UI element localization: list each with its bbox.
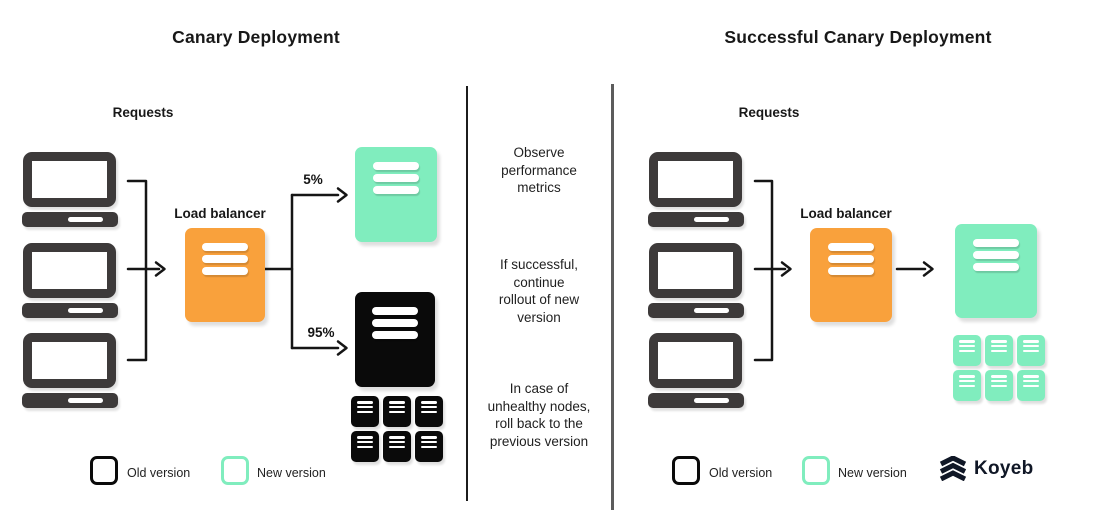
server-lines	[372, 307, 418, 339]
new-version-swatch	[802, 456, 830, 485]
left-requests-arrowhead	[154, 261, 166, 277]
server-node-icon	[351, 431, 379, 462]
laptop-base-highlight	[68, 398, 103, 403]
laptop-base-highlight	[694, 308, 729, 313]
old-version-legend-label: Old version	[127, 466, 191, 480]
server-node-icon	[1017, 335, 1045, 366]
laptop-base	[648, 212, 744, 227]
new-version-legend-label: New version	[838, 466, 907, 480]
koyeb-chevrons-icon	[939, 456, 967, 481]
laptop-base-highlight	[68, 217, 103, 222]
server-node-icon	[985, 335, 1013, 366]
client-laptop-icon	[22, 152, 118, 228]
laptop-screen	[649, 152, 742, 207]
old-version-server-icon	[355, 292, 435, 387]
laptop-screen	[23, 333, 116, 388]
server-node-icon	[985, 370, 1013, 401]
load-balancer-icon	[185, 228, 265, 322]
laptop-base	[648, 303, 744, 318]
right-requests-bracket	[753, 179, 774, 362]
laptop-base-highlight	[694, 398, 729, 403]
left-panel-title: Canary Deployment	[172, 27, 340, 47]
laptop-base-highlight	[694, 217, 729, 222]
client-laptop-icon	[22, 243, 118, 319]
stable-percent-label: 95%	[307, 325, 335, 340]
old-version-legend-label: Old version	[709, 466, 773, 480]
laptop-screen	[649, 333, 742, 388]
client-laptop-icon	[648, 243, 744, 319]
laptop-screen	[23, 243, 116, 298]
server-node-icon	[953, 335, 981, 366]
right-lb-arrowhead	[922, 261, 934, 277]
right-requests-arrowhead	[780, 261, 792, 277]
server-lines	[973, 239, 1019, 271]
new-version-server-icon	[355, 147, 437, 242]
laptop-base	[648, 393, 744, 408]
right-divider	[611, 84, 614, 510]
laptop-screen	[23, 152, 116, 207]
laptop-base-highlight	[68, 308, 103, 313]
right-requests-label: Requests	[738, 105, 800, 120]
old-version-swatch	[672, 456, 700, 485]
server-lines	[828, 243, 874, 275]
laptop-screen	[649, 243, 742, 298]
server-node-icon	[383, 396, 411, 427]
new-version-swatch	[221, 456, 249, 485]
note-observe-metrics: Observe performance metrics	[501, 145, 577, 195]
note-continue-rollout: If successful, continue rollout of new v…	[498, 257, 580, 325]
right-panel-title: Successful Canary Deployment	[724, 27, 992, 47]
server-lines	[202, 243, 248, 275]
server-lines	[373, 162, 419, 194]
server-node-icon	[953, 370, 981, 401]
server-node-icon	[415, 431, 443, 462]
note-rollback: In case of unhealthy nodes, roll back to…	[487, 381, 591, 449]
server-node-icon	[351, 396, 379, 427]
koyeb-logo: Koyeb	[939, 456, 1034, 481]
old-version-node-grid	[351, 396, 443, 462]
left-stable-arrowhead	[336, 340, 348, 356]
laptop-base	[22, 303, 118, 318]
laptop-base	[22, 212, 118, 227]
new-version-legend-label: New version	[257, 466, 326, 480]
server-node-icon	[415, 396, 443, 427]
load-balancer-icon	[810, 228, 892, 322]
old-version-swatch	[90, 456, 118, 485]
left-canary-arrowhead	[336, 187, 348, 203]
client-laptop-icon	[648, 333, 744, 409]
canary-percent-label: 5%	[303, 172, 323, 187]
left-requests-label: Requests	[112, 105, 174, 120]
left-requests-bracket	[126, 179, 148, 362]
koyeb-brand-name: Koyeb	[974, 457, 1034, 479]
new-version-server-icon	[955, 224, 1037, 318]
laptop-base	[22, 393, 118, 408]
server-node-icon	[1017, 370, 1045, 401]
client-laptop-icon	[22, 333, 118, 409]
left-divider	[466, 86, 468, 501]
client-laptop-icon	[648, 152, 744, 228]
new-version-node-grid	[953, 335, 1045, 401]
right-load-balancer-label: Load balancer	[800, 206, 892, 221]
server-node-icon	[383, 431, 411, 462]
left-load-balancer-label: Load balancer	[174, 206, 266, 221]
